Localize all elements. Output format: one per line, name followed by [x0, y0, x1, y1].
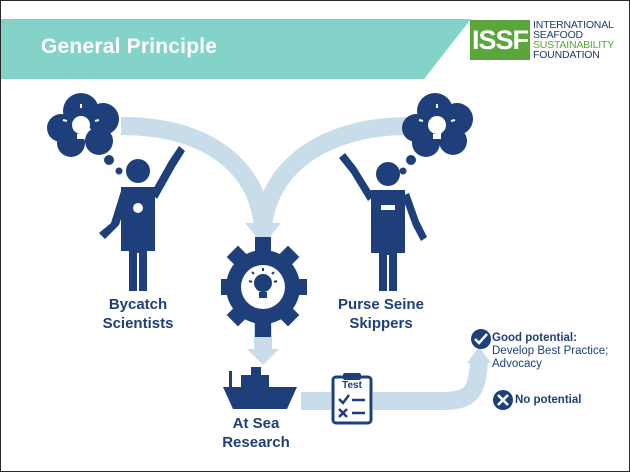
check-circle-icon	[471, 329, 491, 349]
outcome-good: Good potential: Develop Best Practice; A…	[492, 332, 622, 371]
logo-line-4: FOUNDATION	[533, 49, 600, 61]
outcome-good-head: Good potential:	[492, 332, 577, 344]
logo-line-3: SUSTAINABILITY	[533, 39, 615, 51]
logo-line-2: SEAFOOD	[533, 29, 583, 41]
arrow-test-to-outcomes	[373, 360, 488, 410]
issf-logo: ISSF INTERNATIONAL SEAFOOD SUSTAINABILIT…	[470, 20, 626, 64]
logo-mark: ISSF	[470, 20, 530, 60]
clipboard-icon	[331, 373, 373, 425]
outcome-good-body: Develop Best Practice; Advocacy	[492, 345, 609, 370]
gear-lightbulb-icon	[221, 237, 307, 337]
lightbulb-cloud-icon	[399, 93, 473, 175]
arrow-left-curve	[120, 117, 272, 228]
slide-title: General Principle	[41, 35, 218, 58]
person-icon	[99, 146, 185, 291]
clipboard-label: Test	[342, 380, 362, 391]
arrowhead-down	[247, 349, 279, 365]
lightbulb-cloud-icon	[47, 93, 123, 175]
arrowhead-outcome	[467, 347, 491, 363]
person-icon	[339, 153, 427, 291]
node-label-skippers: Purse Seine Skippers	[338, 296, 424, 332]
flow-arrows	[120, 117, 488, 410]
ship-icon	[223, 367, 297, 409]
x-circle-icon	[493, 390, 513, 410]
arrow-right-curve	[254, 117, 410, 228]
node-label-scientists: Bycatch Scientists	[102, 296, 174, 332]
title-bar	[1, 19, 471, 79]
logo-line-1: INTERNATIONAL	[533, 19, 614, 31]
arrowhead-center	[245, 223, 281, 245]
node-label-research: At Sea Research	[222, 415, 290, 451]
outcome-no: No potential	[515, 394, 582, 406]
